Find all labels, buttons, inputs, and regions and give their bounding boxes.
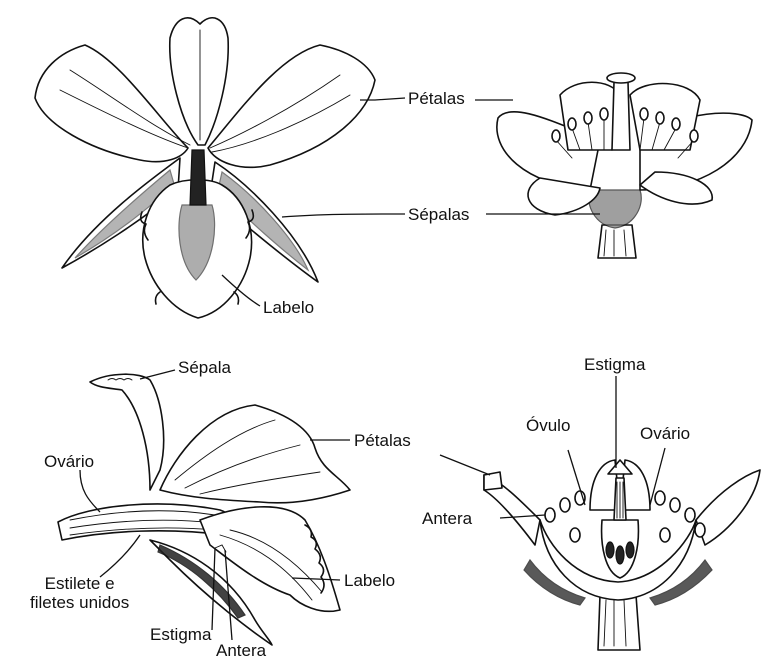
label-ovario-rose: Ovário xyxy=(640,424,690,443)
rose-section-illustration xyxy=(484,460,760,650)
orchid-side-petal xyxy=(160,405,350,503)
label-ovario-side: Ovário xyxy=(44,452,94,471)
orchid-front-top-sepal xyxy=(170,18,228,145)
label-estilete-side: Estilete e filetes unidos xyxy=(30,574,129,612)
label-estigma-side: Estigma xyxy=(150,625,211,644)
orchid-side-sepal xyxy=(90,374,164,490)
rose-stem xyxy=(598,225,636,258)
label-antera-side: Antera xyxy=(216,641,266,660)
rose-flower-illustration xyxy=(497,73,752,258)
label-labelo-front: Labelo xyxy=(263,298,314,317)
label-estigma-rose: Estigma xyxy=(584,355,645,374)
orchid-front-illustration xyxy=(35,18,375,318)
label-antera-rose: Antera xyxy=(422,509,472,528)
label-petalas-front: Pétalas xyxy=(408,89,465,108)
label-sepala-side: Sépala xyxy=(178,358,231,377)
label-sepalas-front: Sépalas xyxy=(408,205,469,224)
label-labelo-side: Labelo xyxy=(344,571,395,590)
orchid-front-left-petal xyxy=(35,45,188,162)
label-ovulo-rose: Óvulo xyxy=(526,416,570,435)
label-petalas-side: Pétalas xyxy=(354,431,411,450)
